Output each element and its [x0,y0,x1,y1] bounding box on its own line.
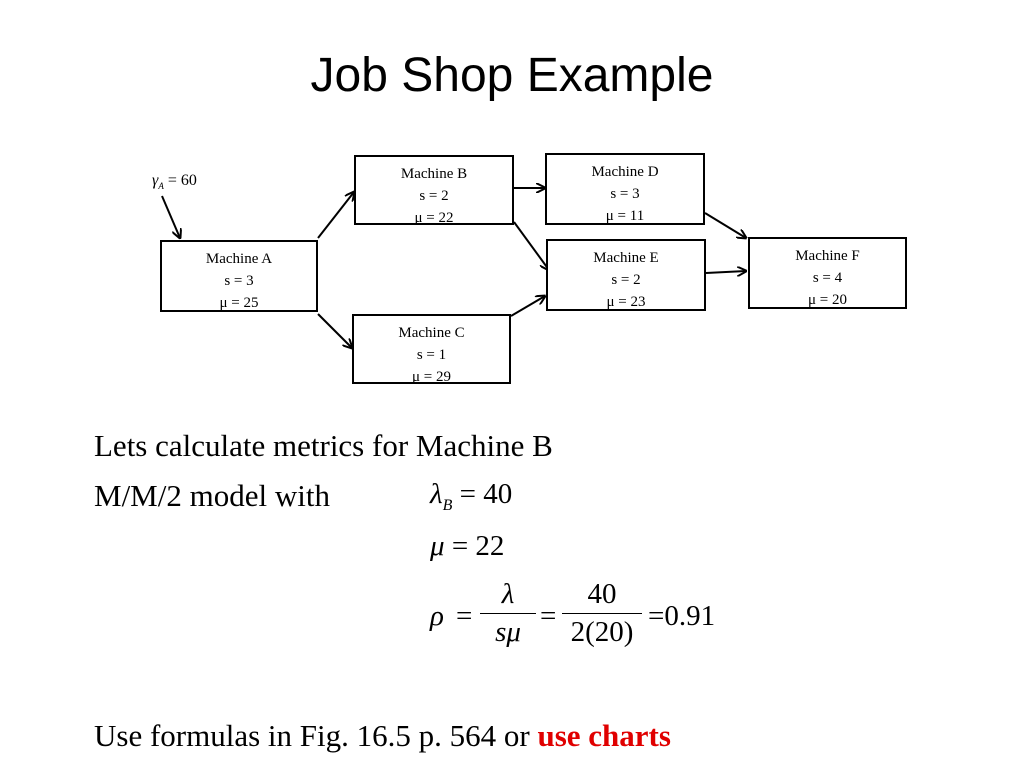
machine-service-rate: μ = 22 [414,210,454,226]
rho-eq1: = [456,600,473,632]
intro-line: Lets calculate metrics for Machine B [94,428,553,463]
gamma-value: = 60 [167,172,197,189]
machine-service-rate: μ = 20 [807,292,847,308]
instruction-line: Use formulas in Fig. 16.5 p. 564 or use … [94,718,671,754]
machine-e-box: Machine E s = 2 μ = 23 [546,239,706,311]
machine-name: Machine A [205,251,273,267]
fraction-numerator-text: λ [501,578,515,610]
machine-servers: s = 2 [611,272,641,288]
machine-name: Machine F [795,248,860,264]
arrow-c-to-e [510,296,545,317]
use-charts-highlight: use charts [537,718,671,753]
rho-eq2: = [540,600,557,632]
machine-name: Machine C [398,325,465,341]
slide-title: Job Shop Example [310,49,714,102]
fraction-numerator: 40 [562,578,642,614]
machine-c-box: Machine C s = 1 μ = 29 [352,314,511,385]
machine-name: Machine B [400,166,468,182]
machine-name: Machine D [591,164,659,180]
fraction-lambda-over-s-mu: λ sμ [480,578,536,649]
mu-symbol: μ [430,530,445,562]
machine-servers: s = 3 [224,273,254,289]
fraction-denominator: sμ [480,614,536,649]
machine-servers: s = 4 [812,270,843,286]
arrow-d-to-f [704,212,746,238]
mu-equation: μ = 22 [430,530,504,563]
fraction-denominator: 2(20) [570,616,634,648]
arrow-b-to-e [513,221,549,270]
machine-servers: s = 1 [416,347,447,363]
mu-rhs: = 22 [451,530,505,562]
fraction-numerator: λ [480,578,536,614]
machine-service-rate: μ = 11 [605,208,645,224]
lambda-subscript: B [442,496,453,514]
machine-service-rate: μ = 29 [411,369,451,385]
machine-service-rate: μ = 25 [219,295,259,311]
machine-d-box: Machine D s = 3 μ = 11 [545,153,705,225]
machine-servers: s = 2 [419,188,449,204]
arrow-a-to-b [317,192,354,239]
rho-symbol-text: ρ [430,600,444,632]
machine-servers: s = 3 [610,186,640,202]
fraction-denominator-text: sμ [495,616,521,648]
job-shop-diagram: γA = 60 Machine A s = 3 μ = 25 Machine B… [152,0,1024,420]
lambda-rhs: = 40 [459,478,513,510]
gamma-subscript: A [158,181,164,192]
machine-b-box: Machine B s = 2 μ = 22 [354,155,514,226]
gamma-symbol: γ [152,172,159,189]
flow-arrows [161,0,1024,420]
model-line: M/M/2 model with [94,478,330,513]
rho-symbol: ρ [430,600,444,633]
rho-result: =0.91 [648,600,716,632]
arrival-rate-label: γA = 60 [152,172,197,191]
lambda-symbol: λ [430,478,443,510]
lambda-equation: λB = 40 [430,478,512,515]
instruction-text: Use formulas in Fig. 16.5 p. 564 or [94,718,538,753]
machine-a-box: Machine A s = 3 μ = 25 [160,240,318,312]
machine-f-box: Machine F s = 4 μ = 20 [748,237,907,309]
arrow-e-to-f [705,271,746,273]
fraction-40-over-2-20: 40 2(20) [562,578,642,649]
arrow-arrival-to-a [161,195,180,238]
machine-name: Machine E [593,250,659,266]
machine-service-rate: μ = 23 [606,294,646,310]
arrow-a-to-c [317,313,352,348]
